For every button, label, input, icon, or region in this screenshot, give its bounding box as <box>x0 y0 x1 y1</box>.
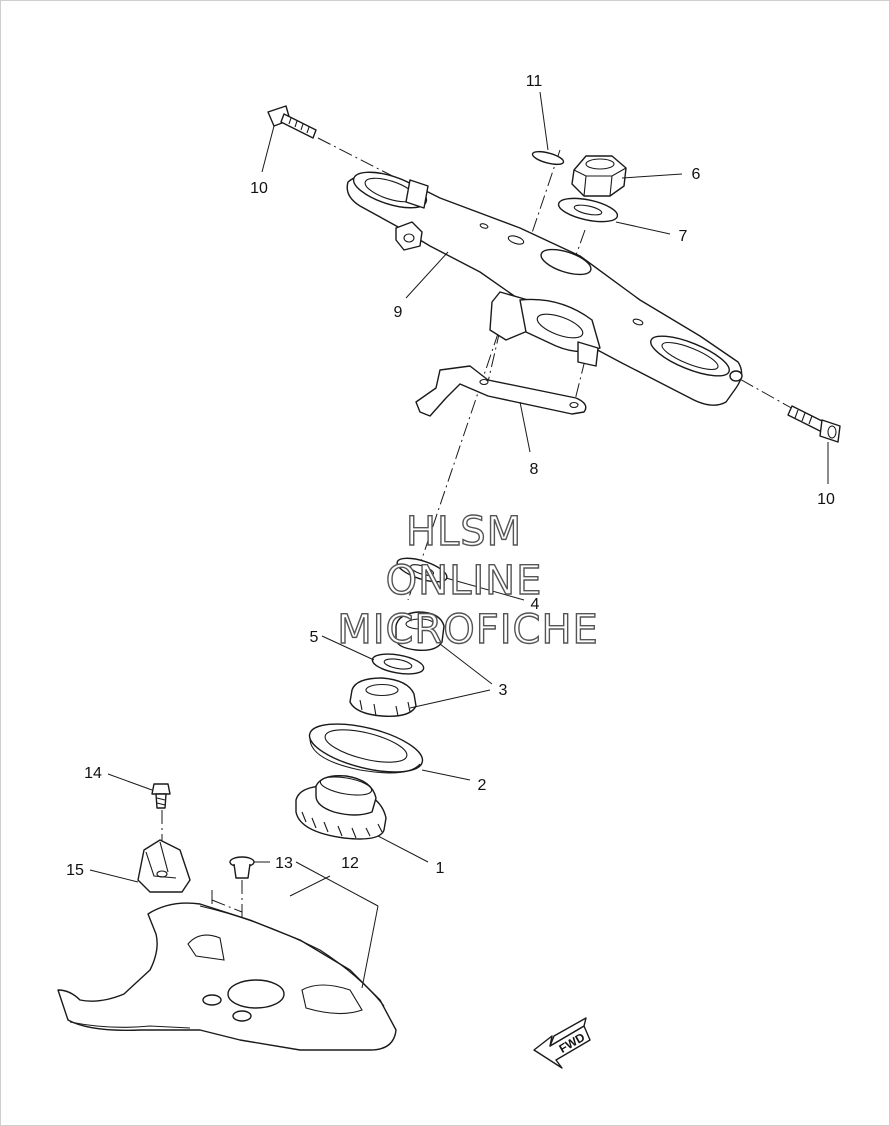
part-10-bolt-left <box>267 105 317 139</box>
watermark-line-2: ONLINE <box>386 558 543 604</box>
callout-9: 9 <box>394 304 403 321</box>
callout-13: 13 <box>275 855 293 872</box>
part-8-bracket-plate <box>415 365 587 417</box>
callout-14: 14 <box>84 765 102 782</box>
leader-lines <box>89 91 829 989</box>
callout-11: 11 <box>526 73 543 90</box>
callout-1: 1 <box>436 860 445 877</box>
callout-12: 12 <box>341 855 359 872</box>
watermark: HLSM ONLINE MICROFICHE <box>336 508 599 653</box>
callout-4: 4 <box>531 596 540 613</box>
part-4-washer <box>396 557 448 583</box>
callout-labels: 1 2 3 4 5 6 7 8 9 10 10 11 12 13 14 15 <box>66 73 835 879</box>
part-3-ring-nut-lower <box>349 677 417 717</box>
part-10-bolt-right <box>787 405 841 443</box>
callout-5: 5 <box>310 629 319 646</box>
callout-7: 7 <box>679 228 688 245</box>
part-1-bearing <box>295 775 387 840</box>
callout-2: 2 <box>478 777 487 794</box>
callout-10-right: 10 <box>817 491 835 508</box>
part-11-washer <box>531 150 565 166</box>
forward-direction-arrow: FWD <box>533 1017 591 1069</box>
watermark-line-1: HLSM <box>406 509 522 555</box>
part-13-collar <box>229 856 255 879</box>
part-6-nut <box>571 155 627 197</box>
part-7-washer <box>557 197 619 223</box>
part-3-ring-nut-upper <box>395 611 445 652</box>
callout-10-left: 10 <box>250 180 268 197</box>
part-5-lock-washer <box>371 653 425 675</box>
watermark-line-3: MICROFICHE <box>337 607 599 653</box>
part-2-dust-seal <box>308 723 424 774</box>
part-15-clip-bracket <box>137 839 191 893</box>
part-9-upper-bracket <box>346 171 743 406</box>
part-14-screw <box>151 783 171 809</box>
callout-8: 8 <box>530 461 539 478</box>
callout-15: 15 <box>66 862 84 879</box>
part-12-cover <box>57 902 397 1051</box>
callout-6: 6 <box>692 166 701 183</box>
callout-3: 3 <box>499 682 508 699</box>
